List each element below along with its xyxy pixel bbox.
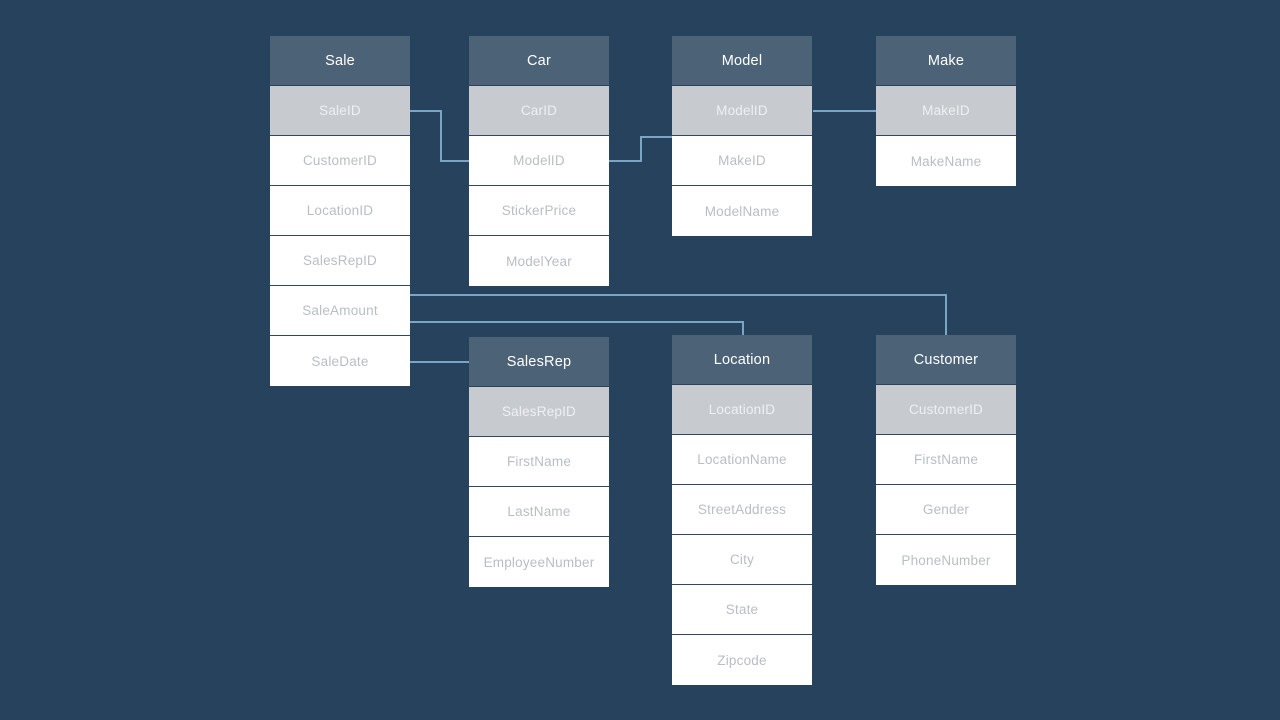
field-row-sale-salesrepid[interactable]: SalesRepID	[270, 236, 410, 286]
field-row-salesrep-salesrepid[interactable]: SalesRepID	[469, 387, 609, 437]
field-row-make-makeid[interactable]: MakeID	[876, 86, 1016, 136]
field-row-car-modelid[interactable]: ModelID	[469, 136, 609, 186]
field-row-customer-gender[interactable]: Gender	[876, 485, 1016, 535]
field-row-sale-saleid[interactable]: SaleID	[270, 86, 410, 136]
entity-title-model: Model	[672, 36, 812, 86]
field-row-model-modelid[interactable]: ModelID	[672, 86, 812, 136]
field-row-car-carid[interactable]: CarID	[469, 86, 609, 136]
field-row-make-makename[interactable]: MakeName	[876, 136, 1016, 186]
entity-title-location: Location	[672, 335, 812, 385]
field-row-model-makeid[interactable]: MakeID	[672, 136, 812, 186]
field-row-location-state[interactable]: State	[672, 585, 812, 635]
field-row-salesrep-firstname[interactable]: FirstName	[469, 437, 609, 487]
connector-sale-car	[409, 110, 470, 162]
entity-title-car: Car	[469, 36, 609, 86]
field-row-sale-saledate[interactable]: SaleDate	[270, 336, 410, 386]
field-row-customer-phonenumber[interactable]: PhoneNumber	[876, 535, 1016, 585]
field-row-sale-saleamount[interactable]: SaleAmount	[270, 286, 410, 336]
entity-title-salesrep: SalesRep	[469, 337, 609, 387]
field-row-salesrep-employeenumber[interactable]: EmployeeNumber	[469, 537, 609, 587]
entity-title-make: Make	[876, 36, 1016, 86]
field-row-location-locationname[interactable]: LocationName	[672, 435, 812, 485]
connector-car-model	[608, 136, 673, 162]
field-row-model-modelname[interactable]: ModelName	[672, 186, 812, 236]
connector-sale-customer	[409, 294, 947, 338]
field-row-customer-firstname[interactable]: FirstName	[876, 435, 1016, 485]
entity-title-sale: Sale	[270, 36, 410, 86]
field-row-car-stickerprice[interactable]: StickerPrice	[469, 186, 609, 236]
field-row-sale-locationid[interactable]: LocationID	[270, 186, 410, 236]
entity-title-customer: Customer	[876, 335, 1016, 385]
field-row-location-zipcode[interactable]: Zipcode	[672, 635, 812, 685]
field-row-car-modelyear[interactable]: ModelYear	[469, 236, 609, 286]
field-row-customer-customerid[interactable]: CustomerID	[876, 385, 1016, 435]
field-row-location-city[interactable]: City	[672, 535, 812, 585]
field-row-sale-customerid[interactable]: CustomerID	[270, 136, 410, 186]
field-row-location-streetaddress[interactable]: StreetAddress	[672, 485, 812, 535]
field-row-salesrep-lastname[interactable]: LastName	[469, 487, 609, 537]
field-row-location-locationid[interactable]: LocationID	[672, 385, 812, 435]
